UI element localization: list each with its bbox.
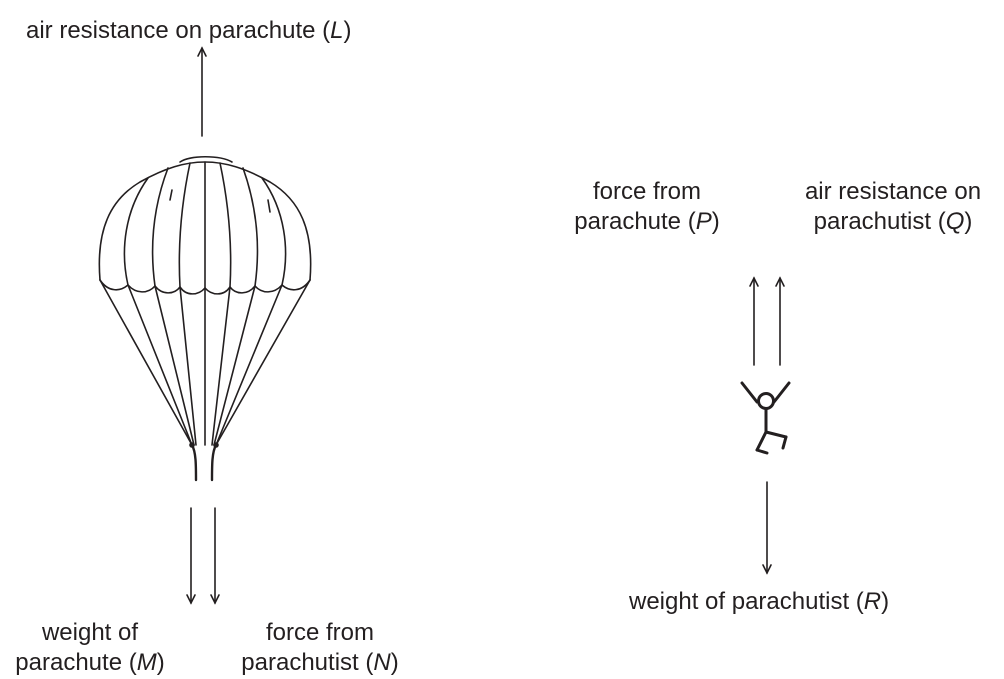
label-M: weight of parachute (M) [0, 621, 180, 675]
arrow-N [210, 507, 220, 605]
label-R: weight of parachutist (R) [629, 588, 890, 615]
arrow-P [749, 276, 759, 366]
label-M-line2: parachute (M) [15, 649, 165, 676]
label-Q: air resistance on parachutist (Q) [782, 180, 1004, 234]
label-M-line1: weight of [41, 619, 139, 646]
parachute-drawing [98, 155, 312, 482]
arrow-Q [775, 276, 785, 366]
label-Q-line2: parachutist (Q) [813, 208, 973, 235]
parachute-lines [99, 279, 311, 446]
arrow-R [762, 481, 772, 575]
parachute-risers [190, 443, 218, 482]
label-N-line1: force from [265, 619, 375, 646]
label-P-line2: parachute (P) [574, 208, 720, 235]
label-L: air resistance on parachute (L) [26, 17, 352, 44]
label-N-line2: parachutist (N) [241, 649, 399, 676]
arrow-M [186, 507, 196, 605]
parachutist-figure [740, 381, 791, 455]
force-arrows [186, 46, 785, 605]
parachute-canopy-top [179, 155, 233, 163]
label-Q-line1: air resistance on [804, 178, 982, 205]
label-N: force from parachutist (N) [222, 621, 418, 675]
arrow-L [197, 46, 207, 137]
label-P-line1: force from [592, 178, 702, 205]
label-P: force from parachute (P) [568, 180, 726, 234]
